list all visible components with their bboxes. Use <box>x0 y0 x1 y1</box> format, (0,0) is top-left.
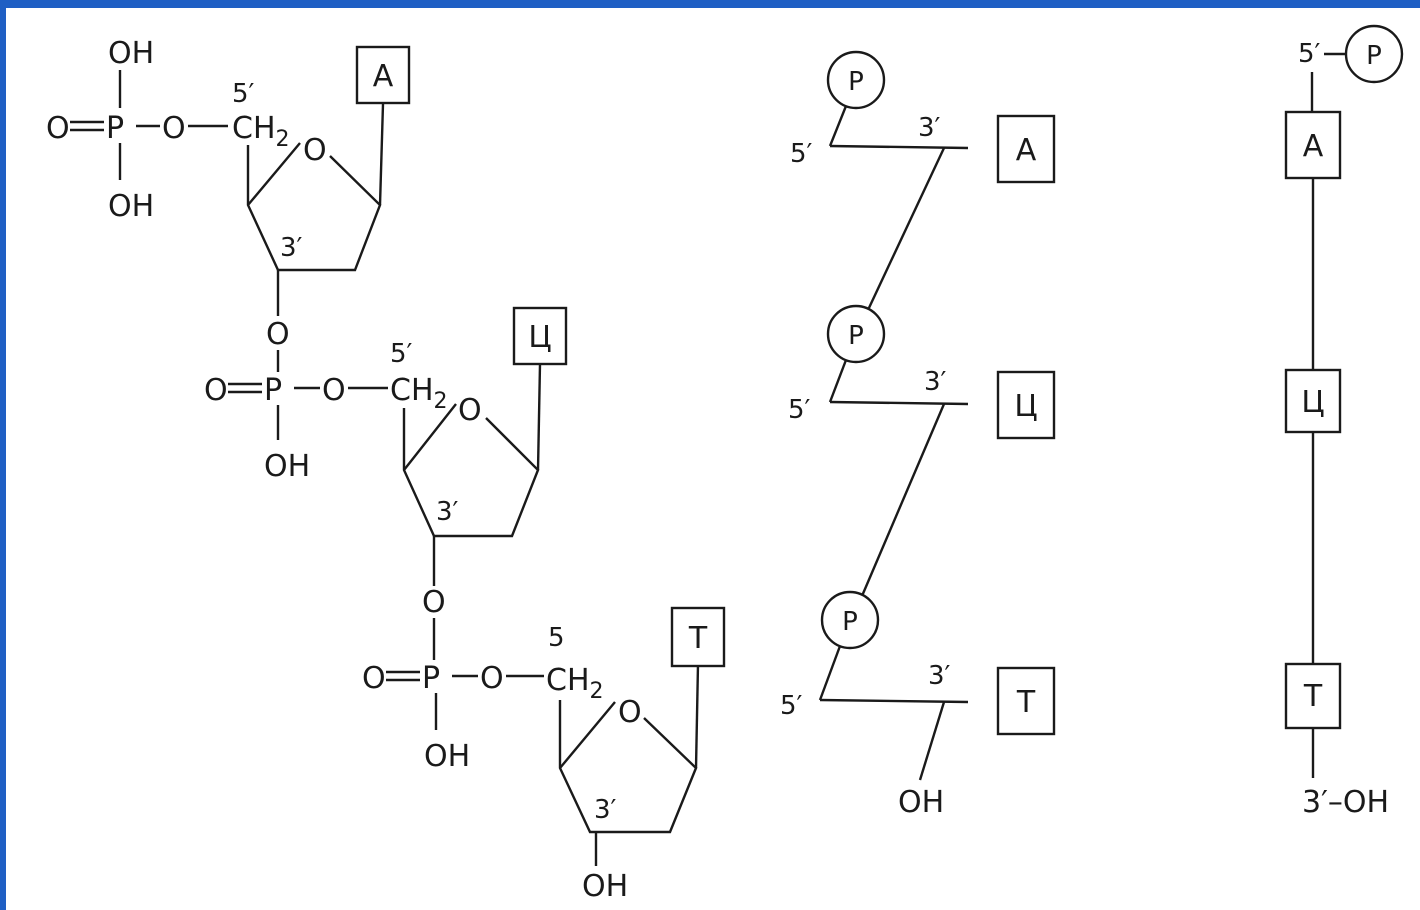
zigzag-prime3-3: 3′ <box>928 661 951 691</box>
terminal-oh: OH <box>582 869 628 904</box>
zigzag-base-label-t: T <box>1016 685 1036 720</box>
linear-prime5: 5′ <box>1298 39 1321 69</box>
prime-3: 3′ <box>280 233 303 263</box>
phosphate-ester-o: O <box>162 111 186 146</box>
phosphate-label-1: P <box>848 67 864 97</box>
phosphate-p: P <box>264 373 282 408</box>
ch2-group: CH2 <box>390 373 448 414</box>
zigzag-terminal-oh: OH <box>898 785 944 820</box>
phosphate-label-3: P <box>842 607 858 637</box>
phosphate-circle-1 <box>826 50 886 110</box>
base-label-c: Ц <box>528 320 551 355</box>
bridge-o-1: O <box>266 317 290 352</box>
phosphate-oh-bottom: OH <box>108 189 154 224</box>
linear-scheme: 5′ P A Ц T 3′–OH <box>1284 24 1404 820</box>
linear-base-label-t: T <box>1303 679 1323 714</box>
phosphate-ester-o: O <box>480 661 504 696</box>
base-label-a: A <box>373 59 394 94</box>
phosphate-p: P <box>106 111 124 146</box>
prime-3: 3′ <box>436 497 459 527</box>
zigzag-scheme: P 5′ 3′ A P 5′ 3′ Ц P 5′ 3′ T OH <box>780 50 1056 820</box>
phosphate-oh-bottom: OH <box>424 739 470 774</box>
phosphate-double-o: O <box>204 373 228 408</box>
phosphate-circle-3 <box>820 590 880 650</box>
ch2-group: CH2 <box>232 111 290 152</box>
zigzag-prime3-2: 3′ <box>924 367 947 397</box>
zigzag-prime3-1: 3′ <box>918 113 941 143</box>
structural-nucleotide-2: O O P OH O 5′ CH2 O 3′ Ц <box>204 306 568 586</box>
phosphate-double-o: O <box>46 111 70 146</box>
ch2-group: CH2 <box>546 663 604 704</box>
linear-phosphate-circle <box>1344 24 1404 84</box>
dna-strand-diagram: OH O P OH O 5′ CH2 O 3′ A O O <box>46 24 1404 904</box>
linear-base-box-c <box>1284 368 1342 434</box>
base-label-t: T <box>688 621 708 656</box>
prime-3: 3′ <box>594 795 617 825</box>
structural-nucleotide-1: OH O P OH O 5′ CH2 O 3′ A <box>46 36 411 316</box>
zigzag-base-box-a <box>996 114 1056 184</box>
ring-oxygen: O <box>618 695 642 730</box>
zigzag-prime5-1: 5′ <box>790 139 813 169</box>
phosphate-circle-2 <box>826 304 886 364</box>
phosphate-oh-top: OH <box>108 36 154 71</box>
structural-formula: OH O P OH O 5′ CH2 O 3′ A O O <box>46 36 726 904</box>
zigzag-prime5-3: 5′ <box>780 691 803 721</box>
zigzag-base-label-a: A <box>1016 133 1037 168</box>
zigzag-base-box-c <box>996 370 1056 440</box>
base-box-a <box>355 45 411 105</box>
linear-terminal: 3′–OH <box>1302 785 1389 820</box>
linear-phosphate-label: P <box>1366 41 1382 71</box>
linear-base-box-t <box>1284 662 1342 730</box>
linear-base-label-c: Ц <box>1301 385 1324 420</box>
zigzag-base-label-c: Ц <box>1014 389 1037 424</box>
structural-nucleotide-3: O O P OH O 5 CH2 O 3′ OH T <box>362 585 726 904</box>
phosphate-label-2: P <box>848 321 864 351</box>
phosphate-p: P <box>422 661 440 696</box>
prime-5: 5′ <box>232 79 255 109</box>
ring-oxygen: O <box>303 133 327 168</box>
phosphate-double-o: O <box>362 661 386 696</box>
base-box-c <box>512 306 568 366</box>
base-box-t <box>670 606 726 668</box>
zigzag-prime5-2: 5′ <box>788 395 811 425</box>
phosphate-ester-o: O <box>322 373 346 408</box>
linear-base-box-a <box>1284 110 1342 180</box>
prime-5-unprimed: 5 <box>548 623 565 653</box>
linear-base-label-a: A <box>1303 129 1324 164</box>
prime-5: 5′ <box>390 339 413 369</box>
zigzag-base-box-t <box>996 666 1056 736</box>
bridge-o-2: O <box>422 585 446 620</box>
ring-oxygen: O <box>458 393 482 428</box>
phosphate-oh-bottom: OH <box>264 449 310 484</box>
